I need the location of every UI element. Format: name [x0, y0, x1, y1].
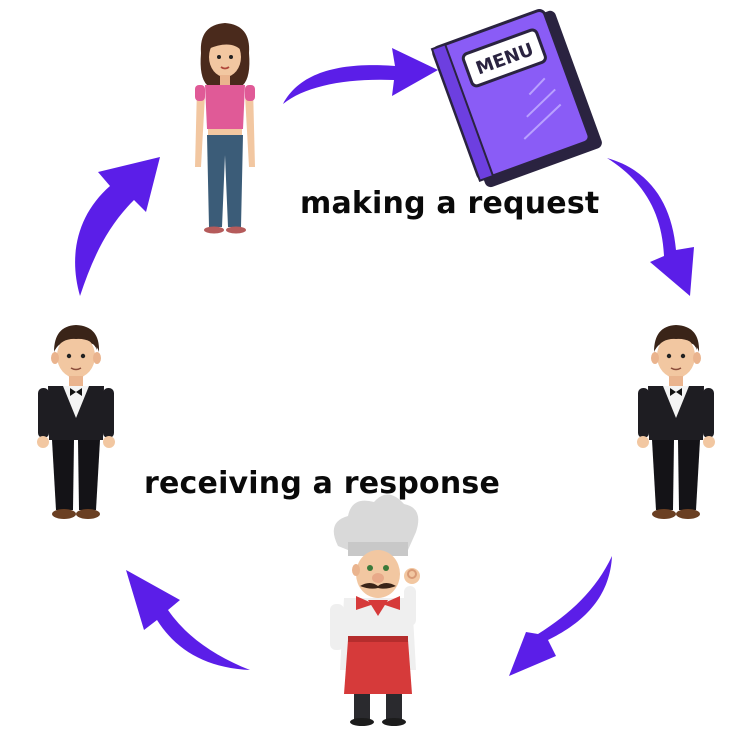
cycle-arrow-icon	[607, 158, 694, 296]
cycle-arrow-icon	[509, 556, 612, 676]
making-request-label: making a request	[300, 186, 600, 221]
cycle-arrows	[75, 48, 694, 676]
cycle-arrow-icon	[126, 570, 250, 670]
menu-book-icon: MENU	[430, 8, 602, 188]
waiter-icon	[636, 324, 716, 520]
waiter-icon	[36, 324, 116, 520]
receiving-response-label: receiving a response	[144, 466, 501, 501]
chef-icon	[330, 494, 420, 726]
customer-woman-icon	[195, 23, 255, 234]
cycle-arrow-icon	[75, 157, 160, 296]
cycle-arrow-icon	[283, 48, 438, 104]
